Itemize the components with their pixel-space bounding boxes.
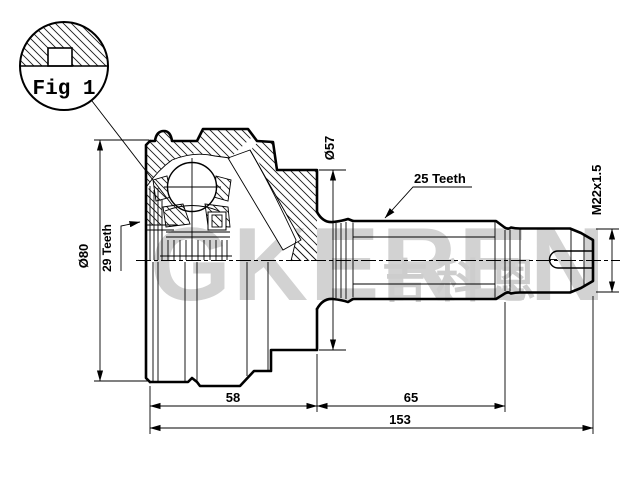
internal-assembly bbox=[152, 158, 317, 261]
cage-section-left bbox=[153, 176, 171, 201]
length-extension-lines bbox=[149, 296, 594, 434]
inner-race-section-left bbox=[163, 204, 190, 227]
exterior-edge-lines-bottom bbox=[152, 262, 269, 383]
ball-track-groove bbox=[227, 149, 302, 251]
dimension-lengths: 58 65 153 bbox=[149, 296, 594, 434]
length58-label: 58 bbox=[226, 390, 240, 405]
inner-race-outlines bbox=[162, 203, 231, 228]
hatch-back-wall bbox=[252, 142, 317, 261]
dimension-outer-diameter: Ø80 bbox=[76, 139, 149, 382]
dimension-inner-spline: 29 Teeth bbox=[100, 221, 141, 272]
teeth25-leader bbox=[384, 186, 472, 219]
ball-crosshair bbox=[164, 158, 221, 256]
length65-label: 65 bbox=[404, 390, 418, 405]
circlip-detail-inner bbox=[212, 215, 222, 227]
dimension-thread: M22x1.5 bbox=[589, 165, 619, 293]
cavity-back-boundary bbox=[249, 149, 297, 262]
d57-label: Ø57 bbox=[322, 136, 337, 161]
housing-top-profile bbox=[148, 127, 319, 214]
spline-end-lines bbox=[352, 222, 496, 298]
m22-extension-lines bbox=[596, 228, 619, 293]
d80-extension-lines bbox=[94, 139, 149, 382]
spline-root-lines bbox=[353, 236, 495, 285]
housing-left-face bbox=[144, 139, 152, 384]
hatch-top-wall bbox=[146, 130, 252, 186]
m22-label: M22x1.5 bbox=[589, 165, 604, 216]
cavity-upper-boundary bbox=[146, 153, 231, 187]
figure-label: Fig 1 bbox=[32, 78, 95, 101]
teeth25-label: 25 Teeth bbox=[414, 171, 466, 186]
fig1-balloon: Fig 1 bbox=[19, 21, 174, 207]
internal-spline-lines bbox=[167, 240, 228, 260]
inner-race-bore-lines bbox=[160, 231, 232, 257]
dimension-body-diameter: Ø57 bbox=[319, 136, 346, 351]
d80-label: Ø80 bbox=[76, 244, 91, 269]
back-hub-hatch bbox=[291, 244, 317, 261]
cage-section-right bbox=[214, 176, 231, 201]
housing-outline bbox=[144, 127, 319, 388]
teeth29-leader bbox=[120, 221, 141, 271]
balloon-keyway-notch bbox=[47, 47, 73, 67]
circlip-detail-inner-outline bbox=[211, 214, 223, 228]
dimension-shaft-spline: 25 Teeth bbox=[384, 171, 472, 219]
housing-bottom-profile bbox=[148, 307, 319, 388]
length153-label: 153 bbox=[389, 412, 411, 427]
balloon-hatch-half bbox=[20, 22, 108, 66]
end-slot bbox=[548, 250, 593, 269]
teeth29-label: 29 Teeth bbox=[100, 224, 114, 272]
rim-edge-lines-top bbox=[149, 186, 163, 260]
